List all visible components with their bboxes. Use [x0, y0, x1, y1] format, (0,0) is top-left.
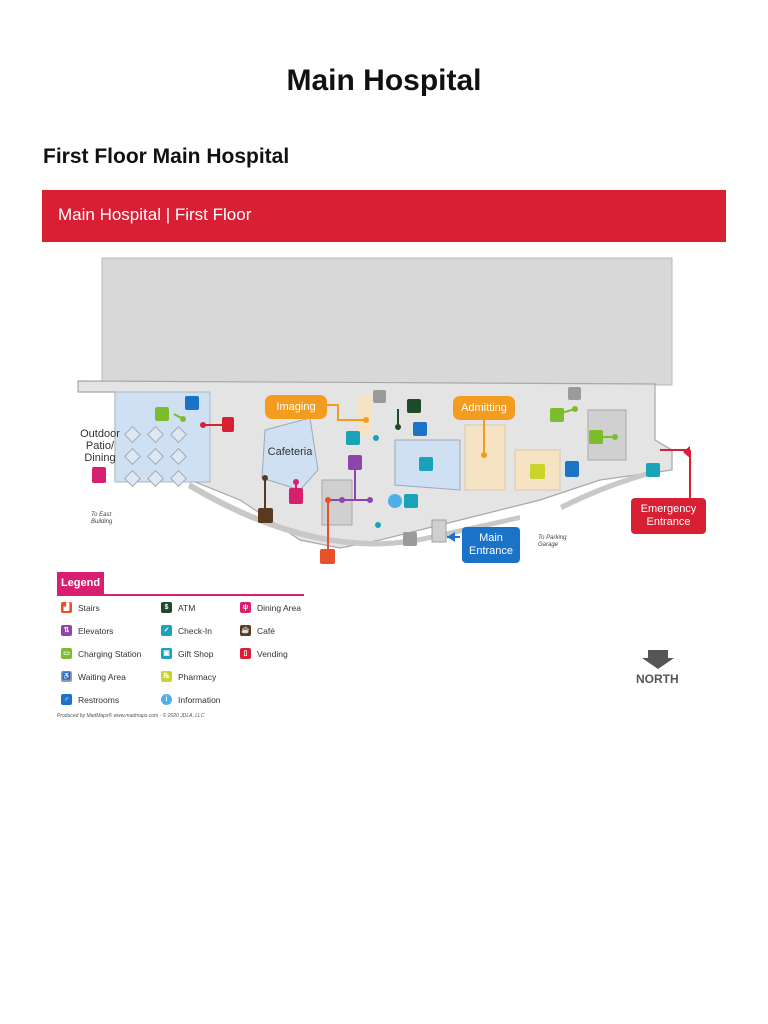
elevator-icon — [348, 455, 362, 470]
check-in-icon-emergency — [646, 463, 660, 477]
to-parking-garage-label: To Parking Garage — [538, 535, 567, 548]
elevator-icon: ⇅ — [61, 625, 72, 636]
main-entrance-arrow — [447, 532, 455, 542]
restroom-icon-center — [413, 422, 427, 436]
waiting-area-icon-main — [403, 532, 417, 546]
atm-icon — [407, 399, 421, 413]
cafe-icon: ☕ — [240, 625, 251, 636]
cafe-icon — [258, 508, 273, 523]
check-in-icon-imaging — [346, 431, 360, 445]
information-icon — [388, 494, 402, 508]
waiting-area-icon — [373, 390, 386, 403]
legend-item-vending: ▯Vending — [240, 648, 288, 659]
legend-item-restrooms: ♂Restrooms — [61, 694, 119, 705]
legend-item-pharmacy: ℞Pharmacy — [161, 671, 216, 682]
legend-item-elevators: ⇅Elevators — [61, 625, 113, 636]
restroom-icon-east — [565, 461, 579, 477]
corridor-east — [560, 468, 660, 510]
legend-item-atm: $ATM — [161, 602, 195, 613]
check-in-icon-main — [404, 494, 418, 508]
restroom-icon: ♂ — [61, 694, 72, 705]
page-title: Main Hospital — [286, 64, 482, 97]
legend-divider — [57, 594, 304, 596]
cafeteria-label: Cafeteria — [267, 446, 313, 458]
charging-station-icon-east2 — [589, 430, 603, 444]
charging-station-icon: ▭ — [61, 648, 72, 659]
to-east-building-label: To East Building — [91, 512, 113, 525]
legend-item-check-in: ✓Check-In — [161, 625, 212, 636]
pharmacy-icon: ℞ — [161, 671, 172, 682]
emergency-entrance-label: Emergency Entrance — [631, 498, 706, 534]
legend-item-waiting-area: ♿Waiting Area — [61, 671, 126, 682]
outdoor-patio-label: Outdoor Patio/ Dining — [80, 428, 120, 464]
entrance-vestibule — [431, 519, 447, 543]
patio-tables — [124, 426, 187, 487]
dining-icon-patio — [92, 467, 106, 483]
main-entrance-label: Main Entrance — [462, 527, 520, 563]
map-banner-text: Main Hospital | First Floor — [58, 205, 252, 224]
emergency-arrow — [683, 446, 690, 458]
imaging-zone — [358, 395, 372, 435]
map-credit: Produced by MadMaps® www.madmaps.com · ©… — [57, 713, 205, 719]
information-icon: i — [161, 694, 172, 705]
gift-shop-icon: ▣ — [161, 648, 172, 659]
legend-item-stairs: ▟Stairs — [61, 602, 100, 613]
section-title: First Floor Main Hospital — [43, 145, 290, 168]
north-arrow-icon — [642, 650, 674, 669]
legend-item-charging-station: ▭Charging Station — [61, 648, 141, 659]
vending-icon — [222, 417, 234, 432]
restroom-icon — [185, 396, 199, 410]
check-in-icon: ✓ — [161, 625, 172, 636]
atm-icon: $ — [161, 602, 172, 613]
legend-item-cafe: ☕Café — [240, 625, 275, 636]
gift-shop-icon — [419, 457, 433, 471]
pharmacy-icon — [530, 464, 545, 479]
stairs-icon: ▟ — [61, 602, 72, 613]
dining-icon — [289, 488, 303, 504]
waiting-area-icon: ♿ — [61, 671, 72, 682]
cafeteria-area — [261, 417, 319, 491]
vending-icon: ▯ — [240, 648, 251, 659]
waiting-area-icon-east — [568, 387, 581, 400]
charging-station-icon — [155, 407, 169, 421]
legend-item-gift-shop: ▣Gift Shop — [161, 648, 213, 659]
north-label: NORTH — [636, 672, 679, 686]
imaging-label: Imaging — [265, 395, 327, 419]
legend-title: Legend — [57, 572, 104, 594]
stairs-icon — [320, 549, 335, 564]
charging-station-icon-east — [550, 408, 564, 422]
admitting-label: Admitting — [453, 396, 515, 420]
dining-icon: ψ — [240, 602, 251, 613]
map-banner: Main Hospital | First Floor — [42, 190, 726, 242]
